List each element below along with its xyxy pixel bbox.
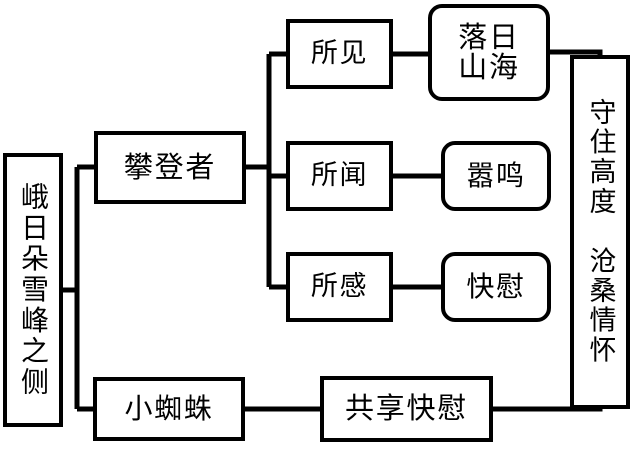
node-comfort[interactable]: 快慰 bbox=[441, 252, 551, 322]
node-title[interactable]: 峨日朵雪峰之侧 bbox=[3, 153, 63, 427]
node-shared-comfort-label: 共享快慰 bbox=[345, 391, 468, 426]
node-theme[interactable]: 守住高度 沧桑情怀 bbox=[570, 55, 630, 409]
node-comfort-label: 快慰 bbox=[466, 269, 526, 303]
node-sunset-label: 落日 山海 bbox=[458, 19, 520, 84]
node-title-label: 峨日朵雪峰之侧 bbox=[17, 182, 50, 398]
node-little-spider[interactable]: 小蜘蛛 bbox=[93, 377, 245, 441]
node-climber[interactable]: 攀登者 bbox=[94, 131, 246, 204]
node-clamor-label: 嚣鸣 bbox=[466, 158, 526, 192]
node-shared-comfort[interactable]: 共享快慰 bbox=[320, 376, 493, 442]
node-heard[interactable]: 所闻 bbox=[286, 141, 393, 211]
node-sunset-mountain-sea[interactable]: 落日 山海 bbox=[428, 4, 550, 101]
node-clamor[interactable]: 嚣鸣 bbox=[441, 141, 551, 211]
node-little-spider-label: 小蜘蛛 bbox=[124, 391, 214, 425]
node-theme-label: 守住高度 沧桑情怀 bbox=[584, 98, 616, 366]
node-seen[interactable]: 所见 bbox=[286, 19, 393, 89]
node-felt-label: 所感 bbox=[310, 271, 369, 303]
node-heard-label: 所闻 bbox=[310, 160, 369, 192]
node-climber-label: 攀登者 bbox=[123, 149, 217, 184]
node-felt[interactable]: 所感 bbox=[286, 252, 393, 322]
node-seen-label: 所见 bbox=[310, 38, 369, 70]
